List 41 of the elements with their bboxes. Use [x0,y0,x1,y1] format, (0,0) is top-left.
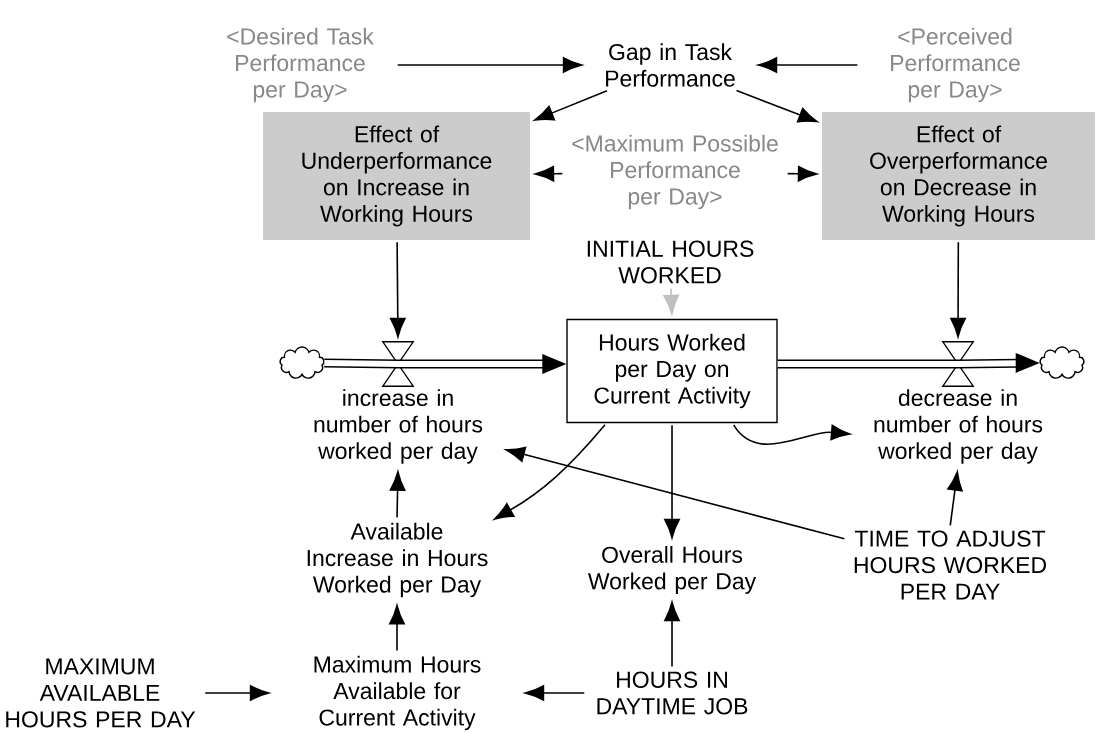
cloud-symbol [279,346,325,379]
shadow-variable: <Desired Task Performance per Day> [227,27,374,103]
flow-pipe [398,354,567,374]
variable-label: Maximum Hours Available for Current Activity [314,655,481,731]
variable-label: Available Increase in Hours Worked per Day [307,522,488,598]
shadow-variable: <Maximum Possible Performance per Day> [572,134,778,210]
arrow [493,423,606,520]
variable-label: Gap in Task Performance [606,43,735,87]
variable-label: HOURS IN DAYTIME JOB [597,671,748,715]
arrow [757,57,859,73]
shadow-variable: <Perceived Performance per Day> [891,27,1020,103]
flow-pipe [324,358,399,369]
arrow [786,165,818,182]
stock-box: Hours Worked per Day on Current Activity [566,318,778,424]
auxiliary-box: Effect of Overperformance on Decrease in Working Hours [822,112,1095,240]
flow-label: decrease in number of hours worked per day [874,389,1043,464]
variable-label: INITIAL HOURS WORKED [587,240,754,284]
arrow [732,424,851,445]
arrow [204,685,270,701]
variable-label: Overall Hours Worked per Day [587,546,757,594]
flow-pipe [777,359,958,369]
variable-label: MAXIMUM AVAILABLE HOURS PER DAY [6,658,196,728]
flow-label: increase in number of hours worked per day [314,389,483,464]
arrow [664,601,680,668]
arrow [389,471,406,519]
arrow [534,165,564,182]
arrow [663,287,680,315]
arrow [389,604,405,652]
arrow [735,89,818,123]
arrow [664,424,680,539]
arrow [505,446,846,540]
auxiliary-box: Effect of Underperformance on Increase in Working Hours [263,112,530,240]
arrow [396,57,583,73]
arrow [950,241,966,338]
arrow [534,89,608,121]
cloud-symbol [1039,346,1085,379]
arrow [947,471,963,527]
flow-pipe [957,353,1040,373]
arrow [524,685,586,701]
variable-label: TIME TO ADJUST HOURS WORKED PER DAY [854,530,1046,600]
arrow [389,241,406,338]
